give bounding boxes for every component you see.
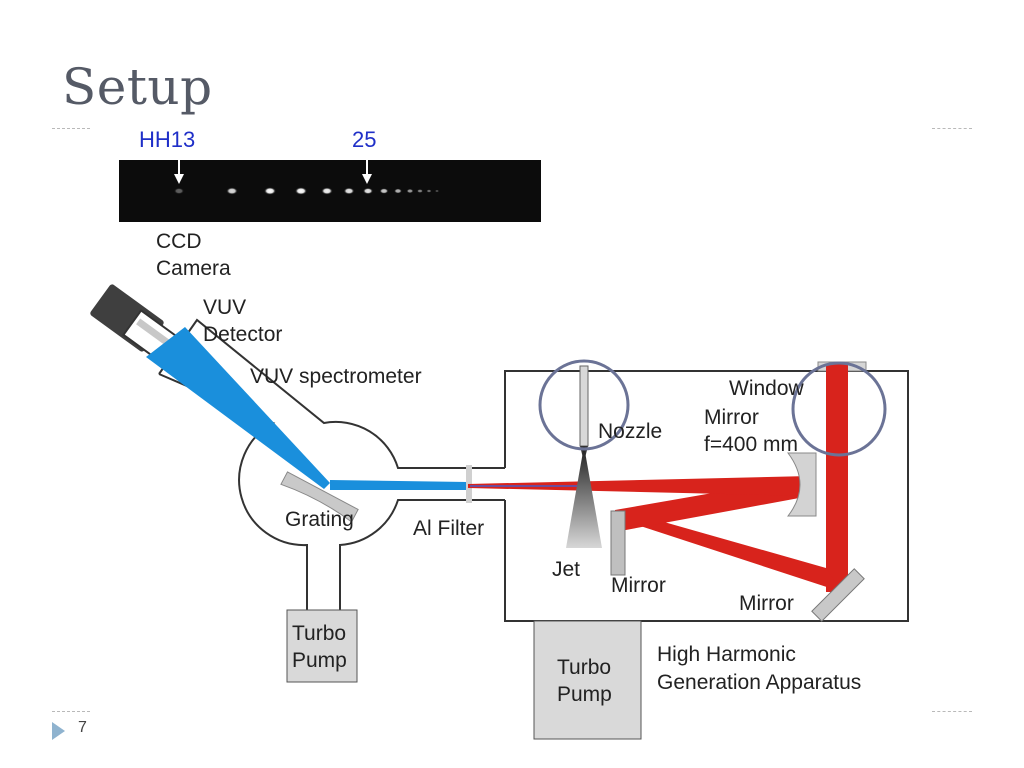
nozzle-highlight-circle xyxy=(538,359,630,451)
harmonic-spot xyxy=(406,188,414,194)
harmonic-spot xyxy=(263,187,277,195)
harmonic-spot xyxy=(226,187,238,195)
window-highlight-circle xyxy=(791,361,887,457)
jet-label: Jet xyxy=(552,558,580,581)
turbo-pump-right xyxy=(533,620,642,740)
turbo-pump-right-label-line2: Pump xyxy=(557,683,612,706)
grating-label: Grating xyxy=(285,508,354,531)
harmonic-spot xyxy=(379,188,389,194)
harmonic-spot xyxy=(416,189,424,193)
ccd-label-line2: Camera xyxy=(156,257,231,280)
window-label: Window xyxy=(729,377,805,400)
turbo-pump-right-label-line1: Turbo xyxy=(557,656,611,679)
harmonic-spot xyxy=(173,187,185,195)
fold-mirror-icon xyxy=(811,568,865,622)
hhg-chamber xyxy=(504,370,909,622)
turbo-pump-left-label-line1: Turbo xyxy=(292,622,346,645)
gas-jet xyxy=(566,446,602,548)
fold-mirror-label: Mirror xyxy=(739,592,794,615)
hh25-label: 25 xyxy=(352,127,376,152)
hh25-arrow-icon xyxy=(362,153,372,184)
turbo-pump-left xyxy=(286,609,358,683)
harmonic-spot xyxy=(362,187,374,195)
focusing-mirror-icon xyxy=(786,452,817,517)
vuv-detector-label-line1: VUV xyxy=(203,296,246,319)
harmonic-spot xyxy=(321,187,333,195)
footer-divider-left xyxy=(52,711,90,712)
page-number: 7 xyxy=(78,719,87,736)
vuv-spectrometer-label: VUV spectrometer xyxy=(250,365,422,388)
nozzle-label: Nozzle xyxy=(598,420,662,443)
al-filter-label: Al Filter xyxy=(413,517,484,540)
laser-beam xyxy=(468,364,848,592)
focusing-mirror-label-line1: Mirror xyxy=(704,406,759,429)
harmonic-spot xyxy=(394,188,402,194)
hh13-label: HH13 xyxy=(139,127,195,152)
xuv-input-beam xyxy=(330,480,468,490)
focusing-mirror-label-line2: f=400 mm xyxy=(704,433,798,456)
page-arrow-icon xyxy=(52,722,65,740)
ccd-label-line1: CCD xyxy=(156,230,202,253)
harmonic-spot xyxy=(426,189,432,193)
harmonic-spot xyxy=(434,189,440,193)
title-divider-left xyxy=(52,128,90,129)
footer-divider-right xyxy=(932,711,972,712)
harmonic-spot xyxy=(294,187,308,195)
xuv-diffracted-beam xyxy=(146,327,330,489)
harmonic-spot xyxy=(343,187,355,195)
title-divider-right xyxy=(932,128,972,129)
hh13-arrow-icon xyxy=(174,153,184,184)
nozzle-icon xyxy=(579,365,589,447)
hhg-apparatus-label-line2: Generation Apparatus xyxy=(657,671,861,694)
harmonic-spectrum-image xyxy=(119,160,541,222)
turbo-pump-left-label-line2: Pump xyxy=(292,649,347,672)
flat-mirror-label: Mirror xyxy=(611,574,666,597)
flat-mirror-icon xyxy=(610,510,626,576)
slide-title: Setup xyxy=(62,58,213,116)
hhg-apparatus-label-line1: High Harmonic xyxy=(657,643,796,666)
harmonic-spots xyxy=(173,187,440,195)
grating-icon xyxy=(280,471,359,523)
vuv-detector-label-line2: Detector xyxy=(203,323,282,346)
